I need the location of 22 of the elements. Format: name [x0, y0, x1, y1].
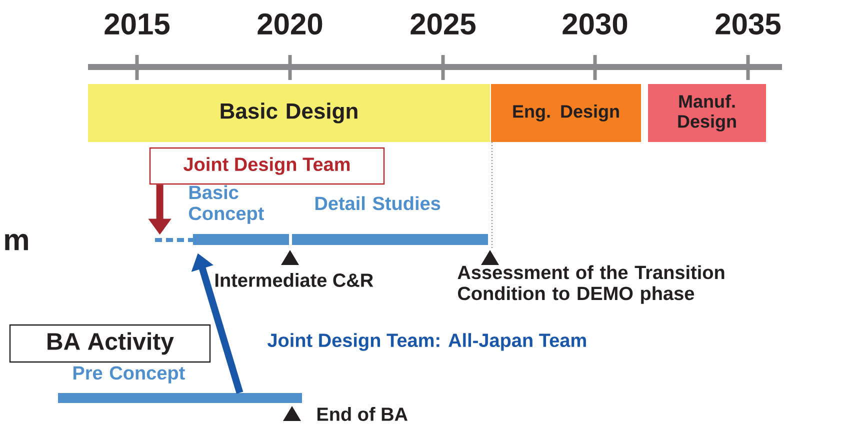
milestone-label: Intermediate C&R [215, 273, 374, 287]
note-text: Joint Design Team: All-Japan Team [267, 333, 586, 351]
phase-band: Basic Design [88, 84, 490, 142]
schedule-bar: Detail Studies [292, 196, 488, 245]
milestone-label: End of BA [317, 407, 408, 421]
year-label: 2020 [258, 13, 322, 35]
phase-band: Manuf. Design [648, 84, 766, 142]
node-label: Basic Concept [188, 185, 264, 224]
node-label: Detail Studies [315, 196, 440, 210]
year-label: 2025 [410, 13, 476, 35]
cut-off-text: m [5, 234, 28, 250]
year-label: 2035 [716, 13, 781, 35]
year-label: 2015 [104, 13, 170, 35]
node-label: Pre Concept [73, 366, 185, 384]
schedule-bar: Pre Concept [58, 366, 302, 403]
phase-band: Eng. Design [491, 84, 641, 142]
schedule-bar: Basic Concept [188, 185, 289, 245]
year-label: 2030 [562, 13, 628, 35]
milestone-label: Assessment of the Transition Condition to DEMO phase [458, 265, 724, 304]
dashed-bar [155, 238, 193, 242]
activity-box: BA Activity [9, 324, 211, 363]
team-box: Joint Design Team [149, 147, 385, 185]
